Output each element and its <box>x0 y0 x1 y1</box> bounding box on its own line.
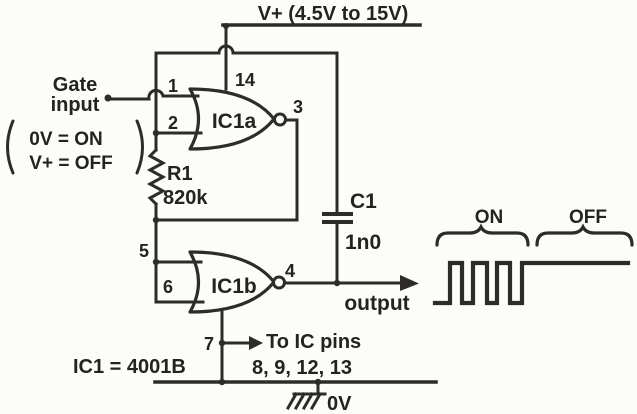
junction-dot <box>314 378 322 386</box>
junction-dot <box>218 378 226 386</box>
gate-condition-line2: V+ = OFF <box>29 153 112 174</box>
waveform-on-label: ON <box>475 207 504 228</box>
capacitor-c1-value: 1n0 <box>345 231 381 254</box>
power-rail-label: V+ (4.5V to 15V) <box>258 3 409 25</box>
nor-gate-ic1a-body <box>188 87 276 151</box>
ic1a-pin3-number: 3 <box>293 97 303 117</box>
ground-symbol-icon <box>285 391 327 411</box>
ic-identity-label: IC1 = 4001B <box>73 356 186 378</box>
gate-condition-line1: 0V = ON <box>29 129 102 150</box>
unused-pins-note-line1: To IC pins <box>266 331 361 353</box>
gate-input-terminal <box>104 94 112 102</box>
gate-input-label-line1: Gate <box>53 74 97 96</box>
ic1a-pin2-number: 2 <box>168 113 178 133</box>
gate-input-label-line2: input <box>51 94 100 116</box>
ic1b-pin7-number: 7 <box>204 334 214 354</box>
output-waveform <box>432 260 631 306</box>
ic1b-label: IC1b <box>211 275 257 298</box>
junction-dot <box>333 279 341 287</box>
unused-pins-note-line2: 8, 9, 12, 13 <box>252 357 352 379</box>
waveform-off-label: OFF <box>569 207 607 228</box>
resistor-r1-designator: R1 <box>167 163 193 185</box>
ic1a-label: IC1a <box>212 110 257 133</box>
output-label: output <box>344 292 409 315</box>
resistor-r1-zigzag <box>146 147 167 207</box>
ic1b-pin5-number: 5 <box>139 241 149 261</box>
junction-dot <box>152 216 160 224</box>
nor-gate-ic1b-inverter-bubble <box>272 275 286 290</box>
junction-dot <box>152 129 160 137</box>
resistor-r1-value: 820k <box>163 187 208 209</box>
off-brace-icon <box>535 223 634 247</box>
nor-gate-ic1b-body <box>188 250 276 314</box>
ic1a-pin1-number: 1 <box>168 76 178 96</box>
wire-node-rc-top <box>154 44 339 55</box>
open-paren-icon <box>6 119 15 175</box>
wire-gate-input-pin1 <box>110 88 200 101</box>
on-brace-icon <box>435 223 530 247</box>
nor-gate-ic1a-inverter-bubble <box>273 112 287 127</box>
junction-dot <box>223 23 229 29</box>
capacitor-c1-designator: C1 <box>350 190 377 213</box>
junction-dot <box>218 339 226 347</box>
ic1b-pin4-number: 4 <box>285 261 295 281</box>
ic1b-pin6-number: 6 <box>163 277 173 297</box>
unused-pins-arrowhead-icon <box>249 336 263 350</box>
ic1a-pin14-number: 14 <box>235 70 255 90</box>
output-arrowhead-icon <box>400 275 419 291</box>
junction-dot <box>152 258 160 266</box>
ground-0v-label: 0V <box>327 393 352 414</box>
close-paren-icon <box>135 119 144 175</box>
